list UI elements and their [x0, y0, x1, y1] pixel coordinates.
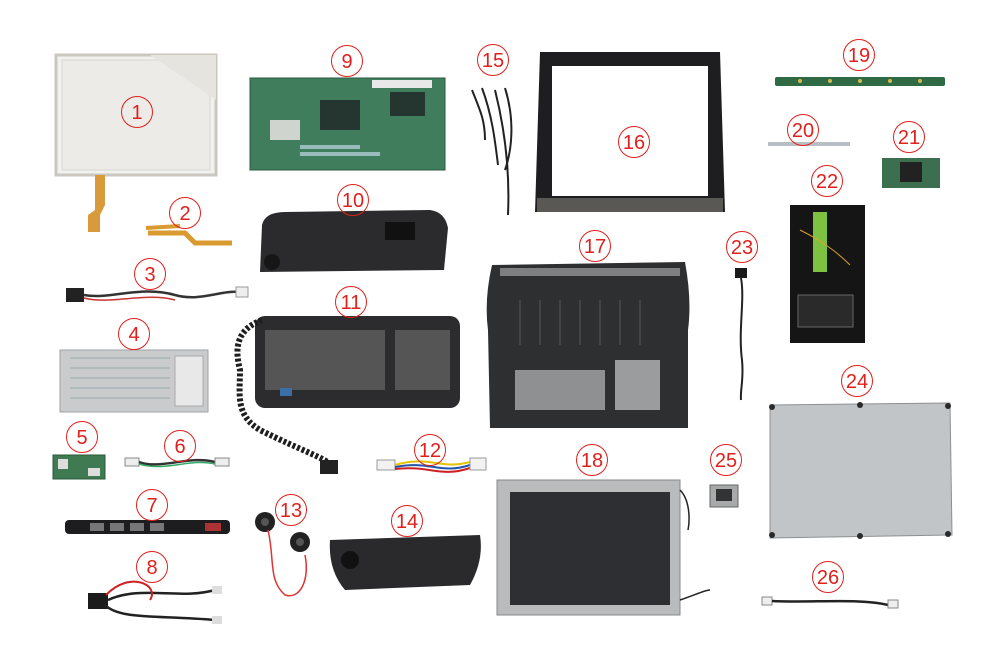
- label-12: 12: [414, 434, 446, 466]
- label-13: 13: [275, 494, 307, 526]
- label-2: 2: [169, 197, 201, 229]
- label-19: 19: [843, 39, 875, 71]
- label-5: 5: [66, 421, 98, 453]
- label-15: 15: [477, 44, 509, 76]
- label-26: 26: [812, 561, 844, 593]
- label-6: 6: [164, 430, 196, 462]
- label-8: 8: [136, 551, 168, 583]
- label-16: 16: [618, 126, 650, 158]
- label-14: 14: [391, 505, 423, 537]
- label-22: 22: [811, 165, 843, 197]
- label-17: 17: [579, 230, 611, 262]
- label-23: 23: [726, 231, 758, 263]
- label-20: 20: [787, 114, 819, 146]
- label-24: 24: [841, 365, 873, 397]
- label-4: 4: [118, 318, 150, 350]
- label-18: 18: [576, 444, 608, 476]
- label-10: 10: [337, 184, 369, 216]
- label-21: 21: [893, 121, 925, 153]
- label-25: 25: [710, 444, 742, 476]
- label-3: 3: [134, 258, 166, 290]
- label-7: 7: [136, 489, 168, 521]
- label-9: 9: [331, 45, 363, 77]
- label-11: 11: [335, 286, 367, 318]
- label-1: 1: [121, 96, 153, 128]
